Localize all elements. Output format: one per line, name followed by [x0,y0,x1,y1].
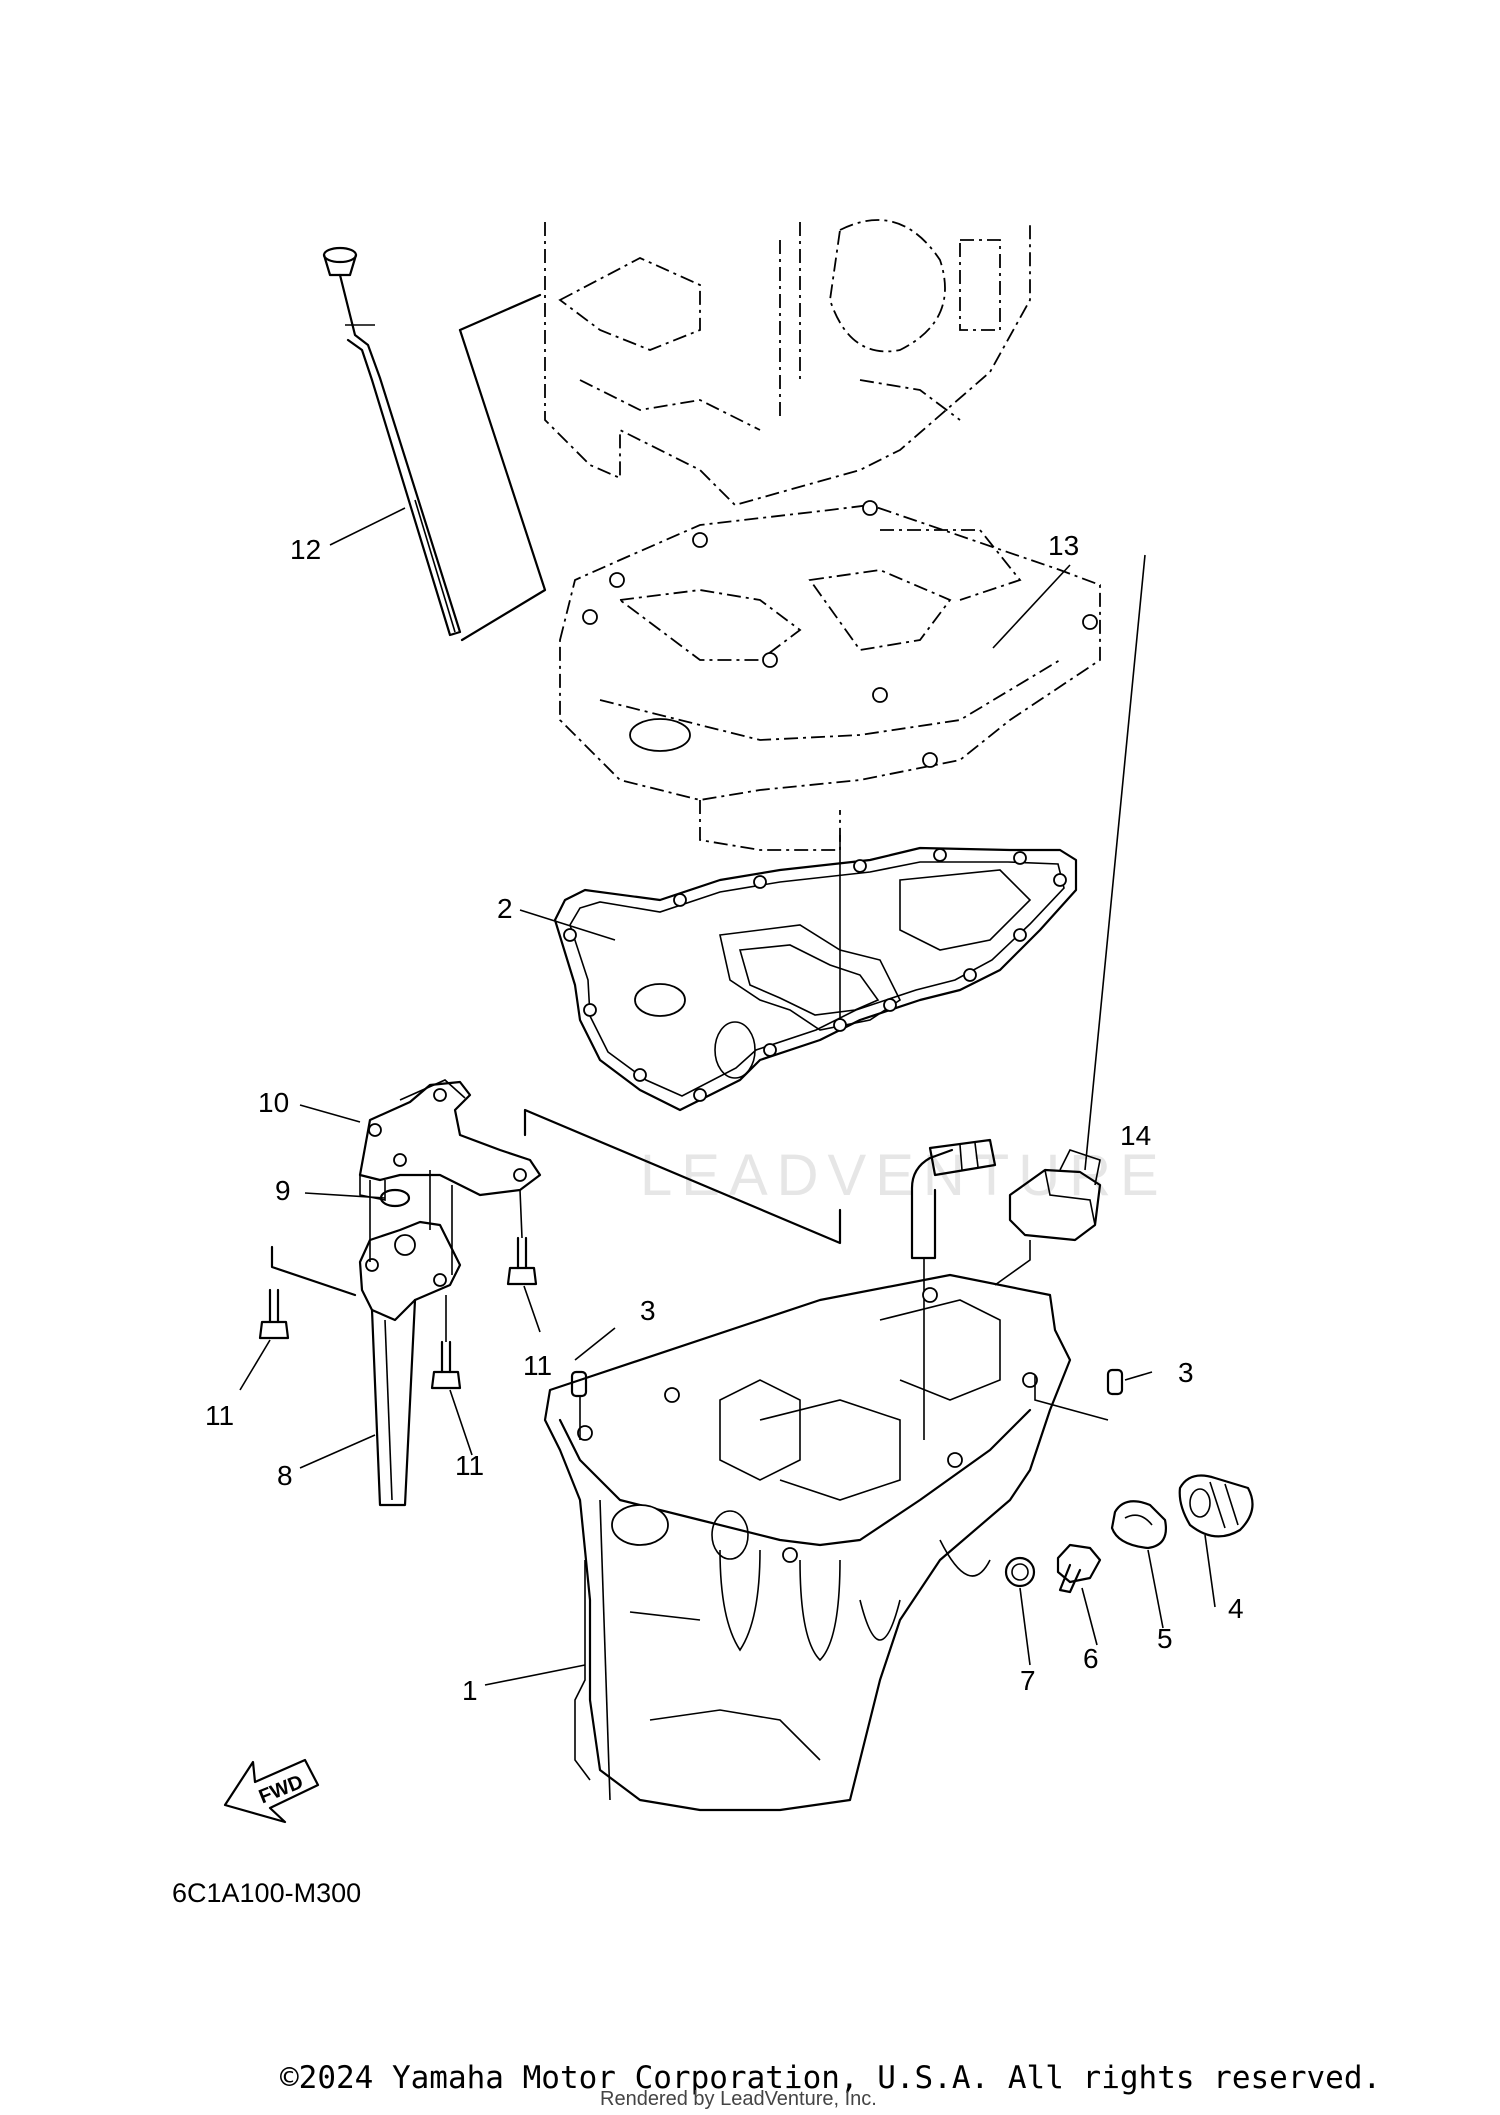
oil-strainer-part-8 [358,1220,462,1507]
callout-8: 8 [277,1460,293,1491]
callout-11-right: 11 [523,1350,552,1381]
callout-7: 7 [1020,1665,1036,1696]
clamp-part-14 [1008,1149,1102,1242]
dipstick-guide-line-1 [458,293,542,332]
callout-6: 6 [1083,1643,1099,1674]
dowel-pin-part-3-left [570,1370,588,1398]
drain-plug-part-6 [1056,1543,1102,1594]
oil-strainer-cover-part-10 [358,1079,542,1201]
gasket-ring-part-7 [1004,1556,1036,1588]
strainer-alignment-lines [369,1170,453,1275]
diagram-code: 6C1A100-M300 [172,1878,362,1908]
callout-14: 14 [1120,1120,1151,1151]
copyright-notice: ©2024 Yamaha Motor Corporation, U.S.A. A… [280,2060,1382,2096]
callout-3-right: 3 [1178,1357,1194,1388]
leader-lines [239,507,1216,1686]
bolt-part-11-right [506,1236,538,1286]
watermark-text: LEADVENTURE [640,1143,1168,1208]
grommet-part-4 [1178,1474,1254,1538]
engine-block-outline [544,219,1031,507]
clip-part-5 [1110,1500,1167,1550]
pan-alignment-lines [579,1375,1109,1440]
callout-11-center: 11 [455,1450,484,1481]
callout-5: 5 [1157,1623,1173,1654]
callout-13: 13 [1048,530,1079,561]
dipstick-part-12 [322,246,462,637]
bolt-part-11-center [430,1340,462,1390]
gasket-part-2 [553,846,1078,1112]
strainer-to-pan-guide-line [523,1108,842,1245]
hose-alignment-lines [923,1240,1031,1440]
exhaust-guide-outline [559,500,1101,851]
callout-3-left: 3 [640,1295,656,1326]
callout-2: 2 [497,893,513,924]
fwd-arrow-icon: FWD [223,1758,320,1824]
callout-11-left: 11 [205,1400,234,1431]
rendered-by-credit: Rendered by LeadVenture, Inc. [600,2088,877,2110]
hose-part-13 [910,1138,997,1260]
callout-4: 4 [1228,1593,1244,1624]
callout-10: 10 [258,1087,289,1118]
bolt-part-11-left [258,1288,290,1340]
callout-12: 12 [290,534,321,565]
strainer-bracket-line [270,1245,357,1297]
callout-1: 1 [462,1675,478,1706]
dipstick-guide-line-2 [458,328,547,642]
bolt-alignment-lines [445,1189,523,1342]
dowel-pin-part-3-right [1106,1368,1124,1396]
oil-pan-part-1 [543,1273,1072,1812]
callout-9: 9 [275,1175,291,1206]
